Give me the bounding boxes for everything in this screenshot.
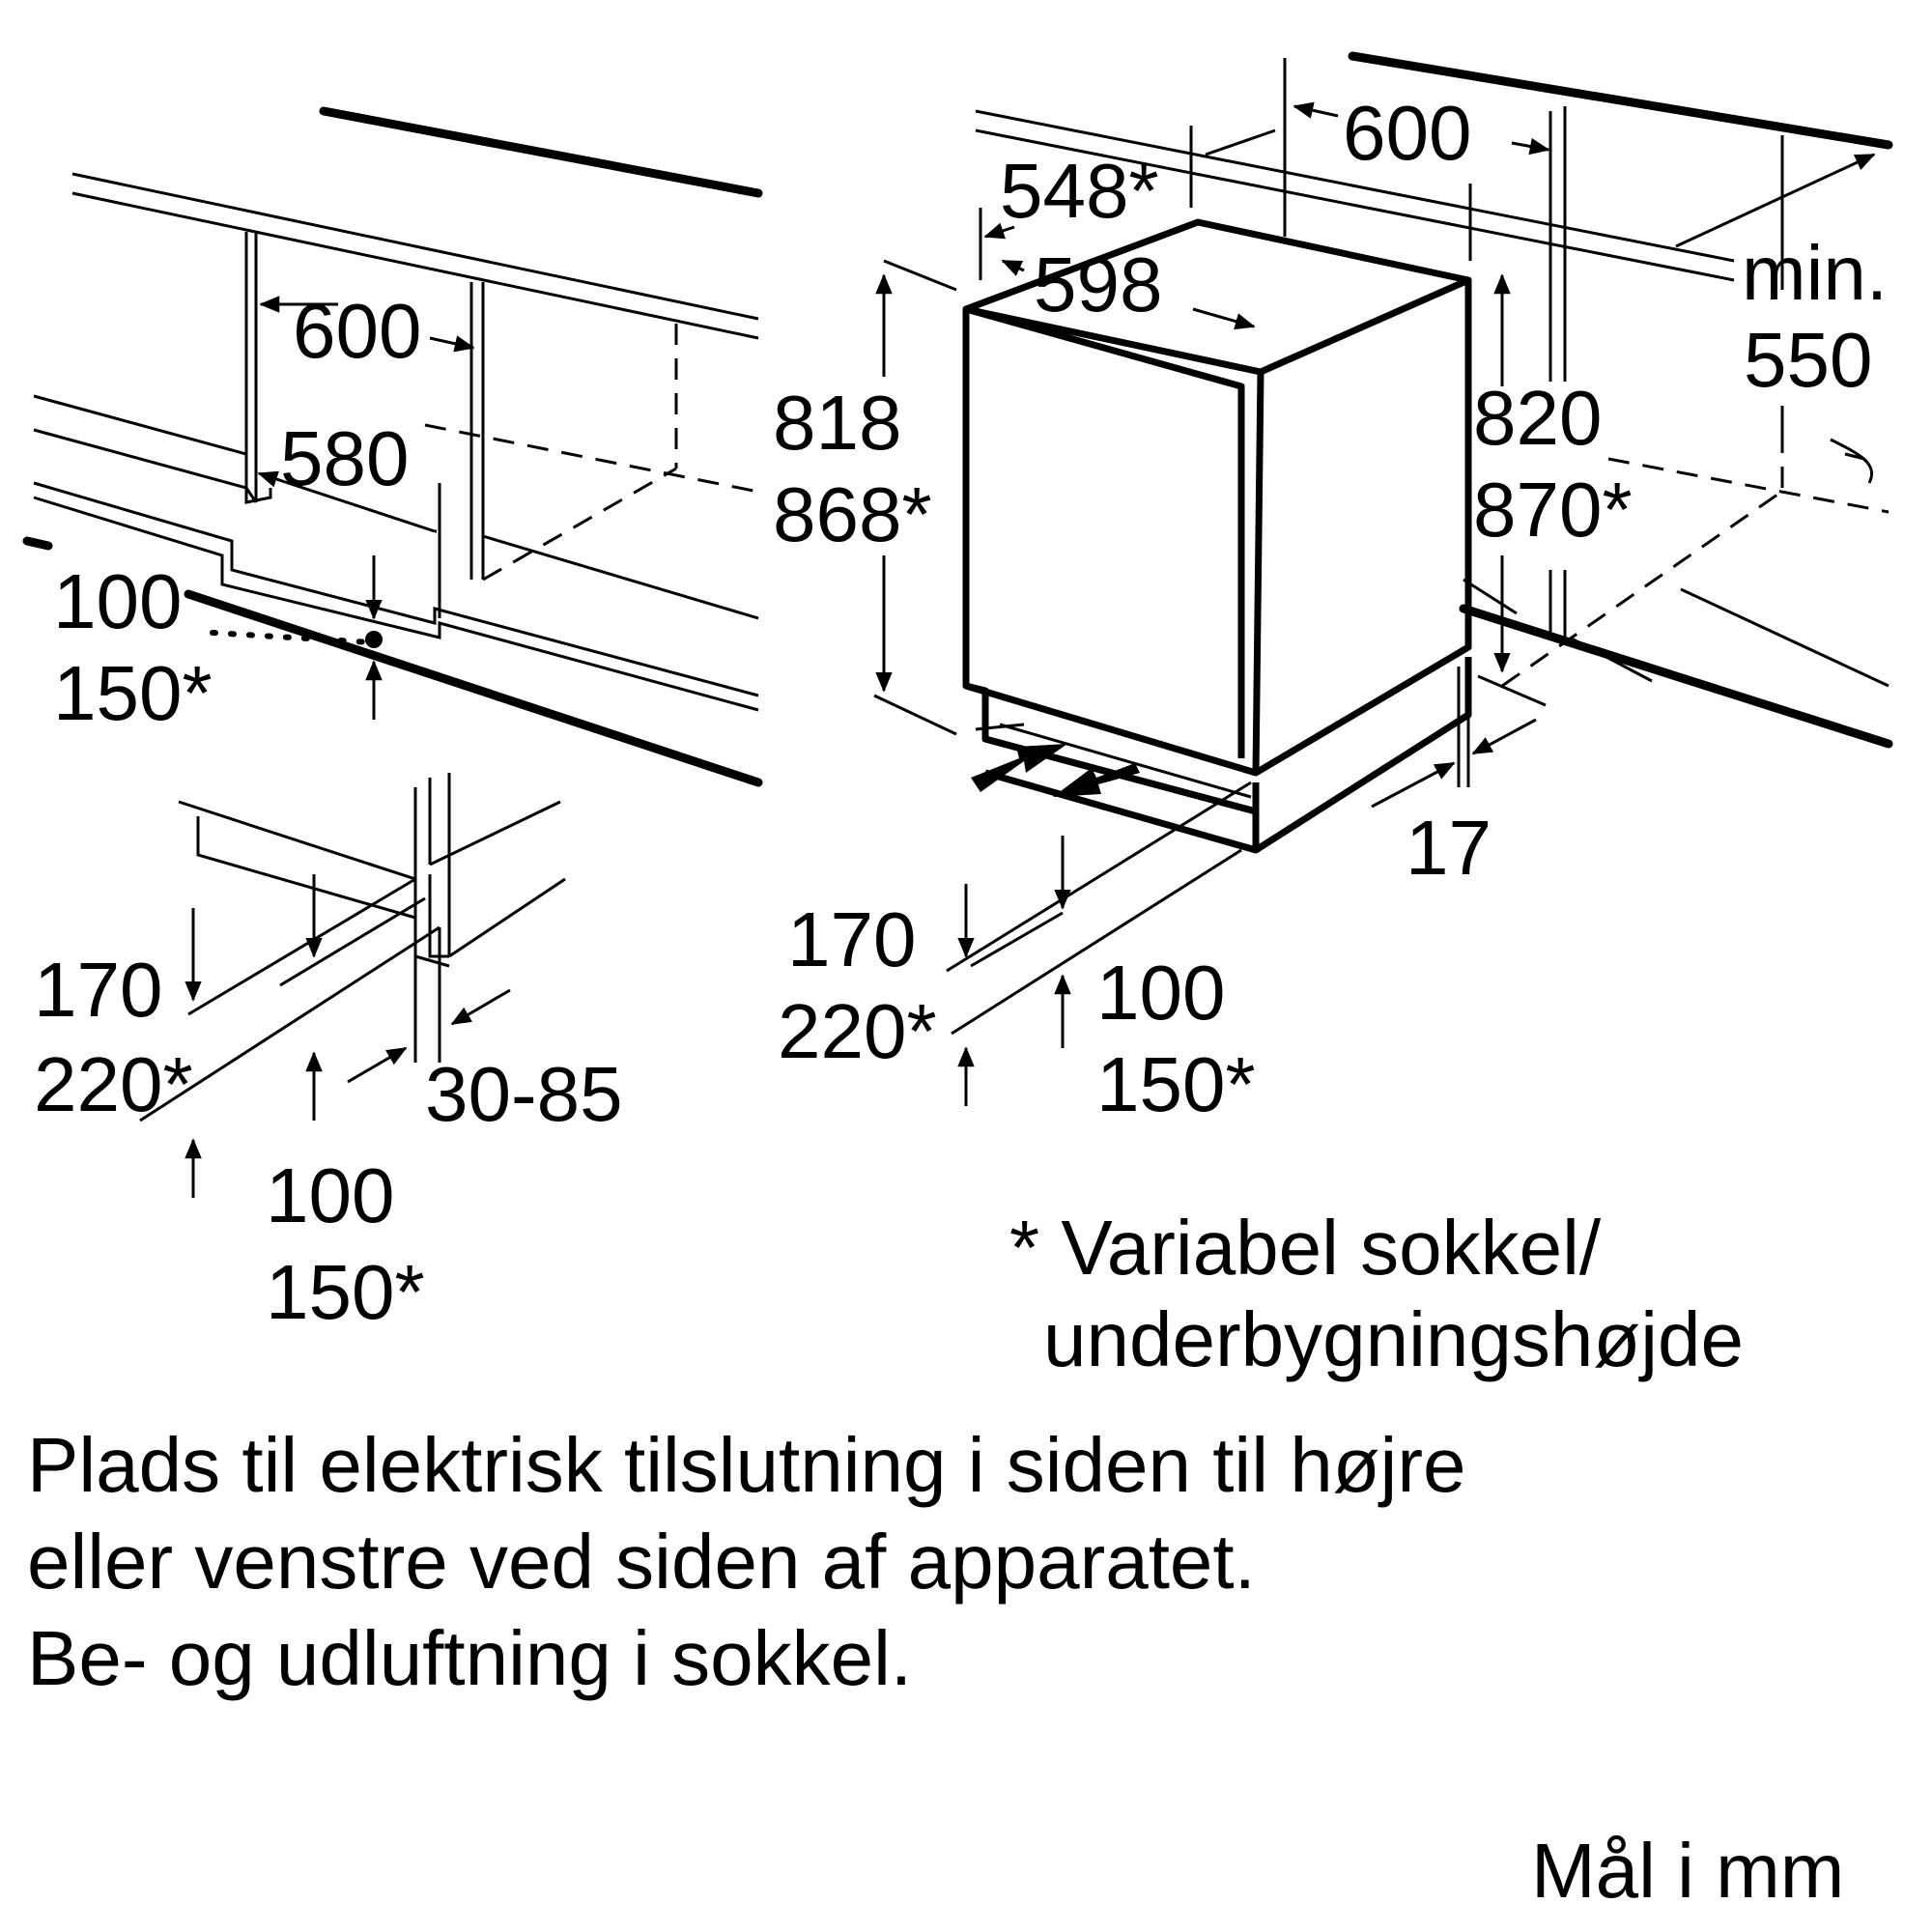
dim-niche-width: 600 — [293, 288, 421, 374]
appliance-view — [873, 51, 1893, 1106]
airflow-out-arrow-icon — [1053, 763, 1140, 797]
dim-appliance-height-2: 868* — [773, 471, 932, 557]
dim-bottom-plinth-1: 100 — [1096, 950, 1225, 1036]
dim-detail-height-1: 170 — [34, 947, 162, 1033]
dim-bottom-height-1: 170 — [787, 896, 916, 982]
dim-detail-plinth-1: 100 — [266, 1152, 394, 1238]
airflow-in-arrow-icon — [971, 744, 1067, 792]
dim-detail-plinth-2: 150* — [266, 1249, 425, 1335]
dim-niche-depth: 580 — [280, 415, 409, 501]
left-plinth-detail — [139, 773, 566, 1198]
dim-detail-recess: 30-85 — [425, 1051, 623, 1137]
dim-bottom-plinth-2: 150* — [1096, 1041, 1256, 1127]
dim-appliance-width: 598 — [1034, 242, 1162, 327]
dim-niche-height-1: 820 — [1473, 375, 1602, 461]
dim-min-value: 550 — [1744, 317, 1872, 403]
ventilation-note: Be- og udluftning i sokkel. — [27, 1615, 913, 1701]
dim-door-offset: 17 — [1406, 805, 1492, 891]
electrical-note-line2: eller venstre ved siden af apparatet. — [27, 1519, 1256, 1605]
dim-min-label: min. — [1742, 230, 1888, 316]
units-note: Mål i mm — [1531, 1828, 1845, 1914]
variable-plinth-note-line1: * Variabel sokkel/ — [1009, 1205, 1602, 1291]
electrical-note-line1: Plads til elektrisk tilslutning i siden … — [27, 1422, 1466, 1508]
dim-detail-height-2: 220* — [34, 1041, 193, 1127]
left-niche-view — [22, 106, 764, 787]
dim-plinth-height-2: 150* — [53, 650, 213, 736]
dim-plinth-height-1: 100 — [53, 558, 182, 644]
dim-niche-height-2: 870* — [1473, 467, 1633, 553]
dim-niche-width-top: 600 — [1343, 90, 1471, 176]
dim-appliance-height-1: 818 — [773, 380, 901, 466]
dim-bottom-height-2: 220* — [778, 988, 937, 1074]
variable-plinth-note-line2: underbygningshøjde — [1043, 1296, 1744, 1382]
min-depth-symbol-icon — [1830, 438, 1873, 484]
dim-appliance-depth: 548* — [1000, 148, 1159, 234]
